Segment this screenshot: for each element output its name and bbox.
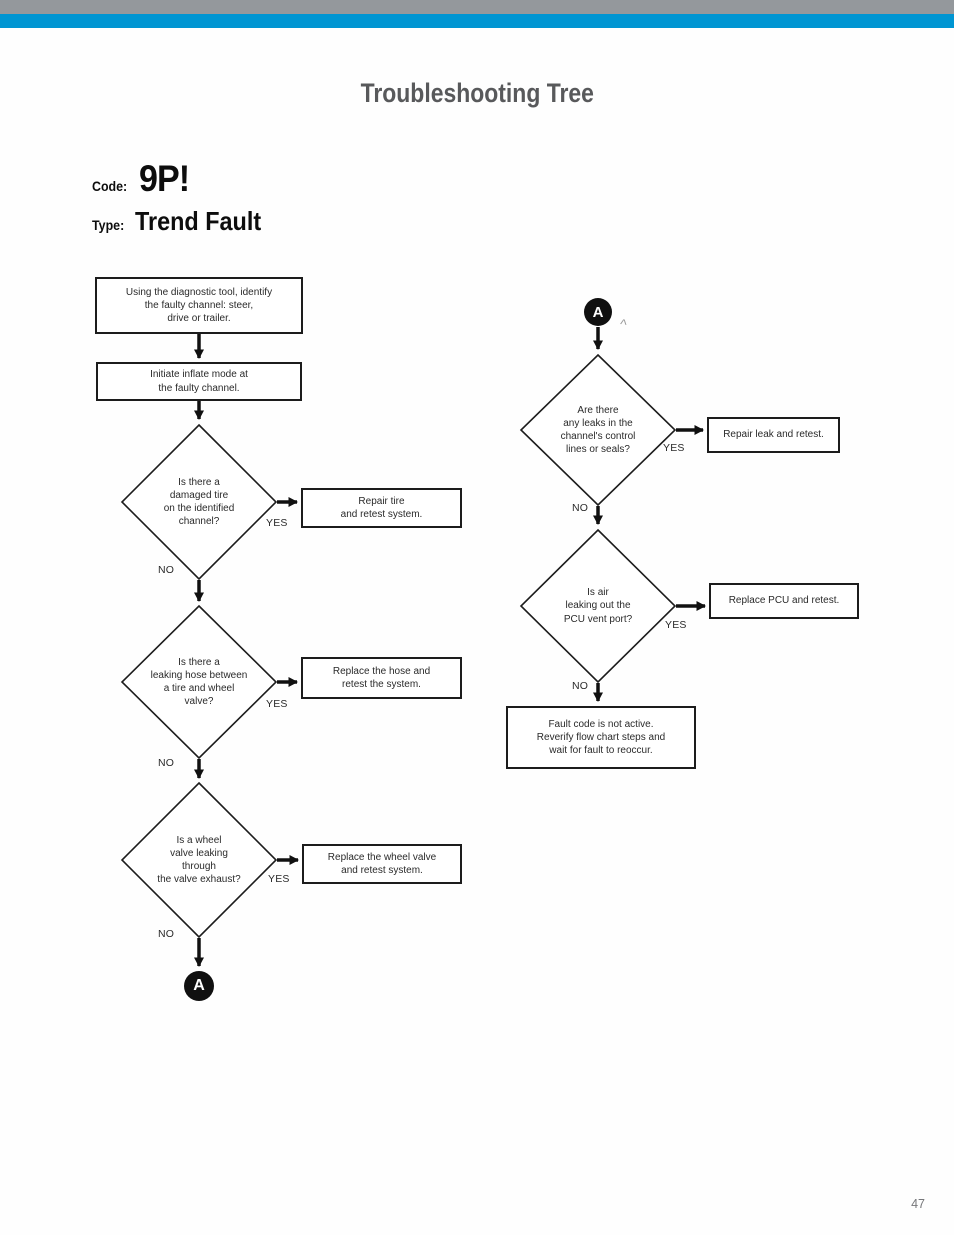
no-label-3: NO <box>158 928 175 940</box>
decision3-diamond-shape <box>120 781 278 939</box>
right-decision2-text: Is air leaking out the PCU vent port? <box>563 587 633 625</box>
action3-box-shape <box>302 844 462 884</box>
header-blue-bar <box>0 14 954 28</box>
yes-label-2: YES <box>266 698 288 710</box>
action2-box-text: Replace the hose and retest the system. <box>332 665 431 690</box>
yes-label-right-1: YES <box>663 442 685 454</box>
right-decision1-diamond-shape <box>519 353 677 507</box>
no-label-right-2: NO <box>572 680 589 692</box>
end-box-text: Fault code is not active. Reverify flow … <box>536 718 666 757</box>
decision2-diamond-shape <box>120 604 278 760</box>
action1-box-shape <box>301 488 462 528</box>
action2-box-shape <box>301 657 462 699</box>
page-title: Troubleshooting Tree <box>0 78 954 109</box>
connector-a-left: A <box>184 971 214 1001</box>
yes-label-1: YES <box>266 517 288 529</box>
right-action1-box-text: Repair leak and retest. <box>723 429 824 441</box>
code-value: 9P! <box>139 158 190 199</box>
right-action1-box-shape <box>707 417 840 453</box>
fault-type-row: Type: Trend Fault <box>92 206 275 237</box>
no-label-right-1: NO <box>572 502 589 514</box>
fault-code-row: Code: 9P! <box>92 158 194 200</box>
type-label: Type: <box>92 218 125 233</box>
no-label-2: NO <box>158 757 175 769</box>
step2-box-shape <box>96 362 302 401</box>
decision1-text: Is there a damaged tire on the identifie… <box>163 476 235 528</box>
yes-label-3: YES <box>268 873 290 885</box>
page-title-text: Troubleshooting Tree <box>360 78 594 108</box>
action3-box-text: Replace the wheel valve and retest syste… <box>327 851 437 876</box>
no-label-1: NO <box>158 564 175 576</box>
right-action2-box-shape <box>709 583 859 619</box>
decision2-text: Is there a leaking hose between a tire a… <box>150 656 248 708</box>
start-box-shape <box>95 277 303 334</box>
code-label: Code: <box>92 179 128 194</box>
right-action2-box-text: Replace PCU and retest. <box>728 595 840 607</box>
start-box-text: Using the diagnostic tool, identify the … <box>125 286 273 325</box>
page-number: 47 <box>911 1197 925 1211</box>
action1-box-text: Repair tire and retest system. <box>340 495 423 520</box>
right-decision2-diamond-shape <box>519 528 677 684</box>
end-box-shape <box>506 706 696 769</box>
header-gray-bar <box>0 0 954 14</box>
decision3-text: Is a wheel valve leaking through the val… <box>157 834 241 886</box>
step2-box-text: Initiate inflate mode at the faulty chan… <box>150 369 248 394</box>
right-decision1-text: Are there any leaks in the channel's con… <box>560 404 636 456</box>
decision1-diamond-shape <box>120 423 278 581</box>
yes-label-right-2: YES <box>665 619 687 631</box>
connector-a-right: A <box>584 298 612 326</box>
type-value: Trend Fault <box>135 206 262 236</box>
